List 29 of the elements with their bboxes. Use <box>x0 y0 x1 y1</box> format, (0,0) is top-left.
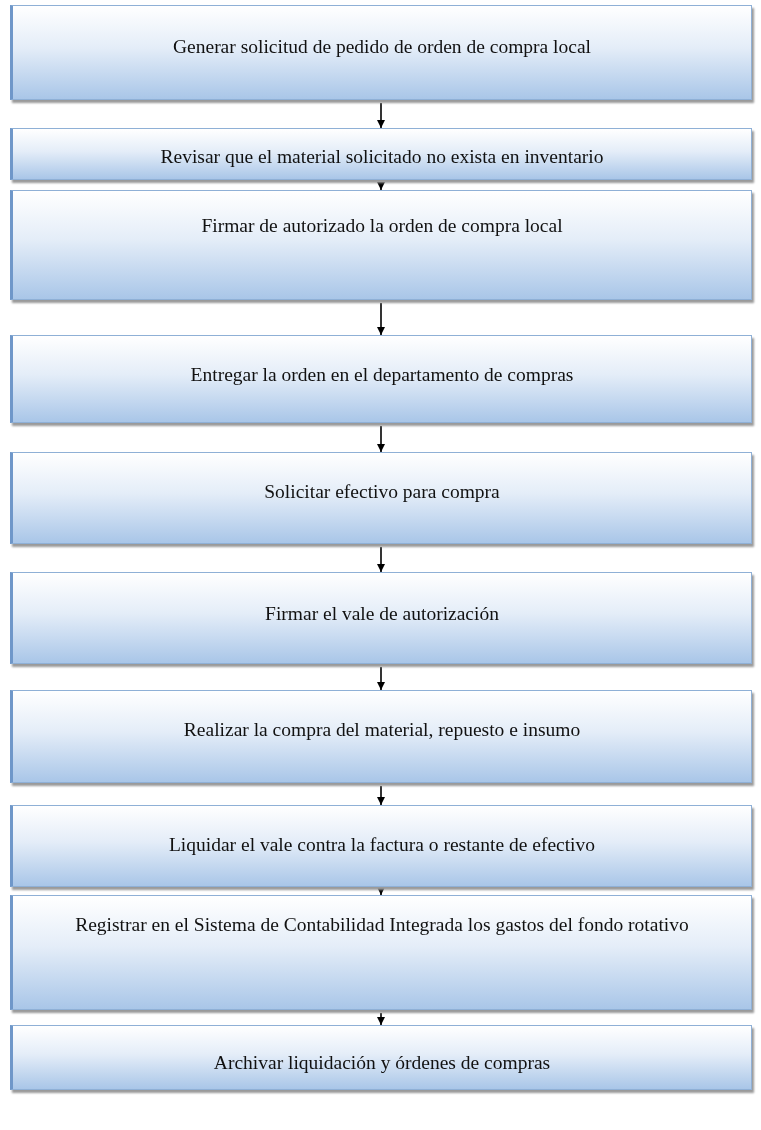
step-text: Firmar el vale de autorización <box>264 602 500 626</box>
step-text: Revisar que el material solicitado no exista en inventario <box>159 145 605 169</box>
process-box <box>10 452 752 544</box>
process-box <box>10 895 752 1010</box>
step-text: Realizar la compra del material, repuesto e insumo <box>182 718 582 742</box>
process-box <box>10 190 752 300</box>
step-text: Solicitar efectivo para compra <box>263 480 501 504</box>
arrow <box>377 546 385 573</box>
arrow <box>377 425 385 453</box>
process-box <box>10 572 752 664</box>
arrow <box>377 785 385 806</box>
process-box <box>10 5 752 100</box>
arrow <box>377 1012 385 1026</box>
process-box <box>10 335 752 423</box>
arrow <box>377 102 385 129</box>
step-text: Entregar la orden en el departamento de compras <box>189 363 575 387</box>
process-box <box>10 128 752 180</box>
arrow <box>377 666 385 691</box>
arrow <box>377 887 385 896</box>
step-text: Generar solicitud de pedido de orden de compra local <box>172 35 592 59</box>
arrow <box>377 302 385 336</box>
step-text: Firmar de autorizado la orden de compra local <box>200 214 564 238</box>
process-box <box>10 805 752 887</box>
arrow <box>377 182 385 191</box>
step-text: Registrar en el Sistema de Contabilidad Integrada los gastos del fondo rotativo <box>74 913 690 937</box>
step-text: Liquidar el vale contra la factura o restante de efectivo <box>167 833 597 857</box>
process-box <box>10 690 752 783</box>
step-text: Archivar liquidación y órdenes de compras <box>212 1051 552 1075</box>
process-box <box>10 1025 752 1090</box>
